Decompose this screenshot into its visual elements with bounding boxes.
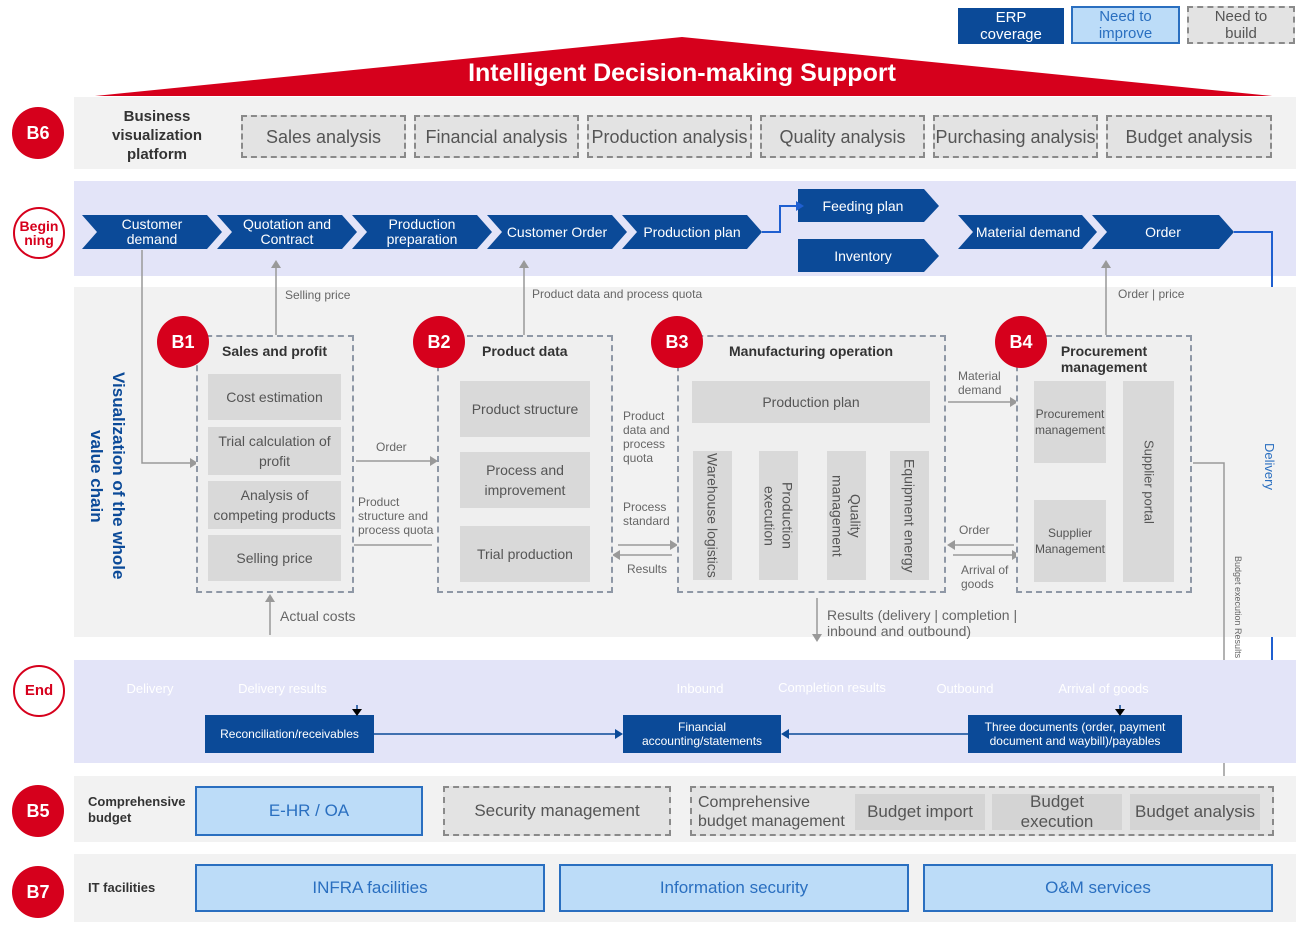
b4-procurement-management[interactable]: Procurement management bbox=[1034, 381, 1106, 463]
b5-budget-analysis[interactable]: Budget analysis bbox=[1130, 794, 1260, 830]
end-step-completion-results[interactable]: Completion results bbox=[778, 680, 886, 695]
label-process-standard: Process standard bbox=[623, 500, 670, 528]
chevron-inventory bbox=[798, 239, 939, 272]
b6-item-budget-analysis[interactable]: Budget analysis bbox=[1106, 115, 1272, 158]
b1-competing-products[interactable]: Analysis of competing products bbox=[208, 481, 341, 529]
label-actual-costs: Actual costs bbox=[280, 608, 356, 624]
b7-information-security[interactable]: Information security bbox=[559, 864, 909, 912]
b6-item-purchasing-analysis[interactable]: Purchasing analysis bbox=[933, 115, 1098, 158]
step-quotation-contract[interactable]: Quotation and Contract bbox=[243, 216, 331, 247]
end-step-delivery-results[interactable]: Delivery results bbox=[238, 680, 327, 696]
b5-label: Comprehensive budget bbox=[88, 794, 186, 825]
label-product-structure-quota: Product structure and process quota bbox=[358, 495, 434, 537]
step-order[interactable]: Order bbox=[1145, 224, 1181, 240]
end-step-outbound[interactable]: Outbound bbox=[936, 680, 994, 696]
b3-production-plan[interactable]: Production plan bbox=[692, 381, 930, 423]
label-results: Results bbox=[627, 562, 668, 576]
chevron-order bbox=[1092, 215, 1234, 249]
b2-trial-production[interactable]: Trial production bbox=[460, 526, 590, 582]
step-customer-demand[interactable]: Customer demand bbox=[121, 216, 183, 247]
chevron-production-plan bbox=[622, 215, 762, 249]
legend-need-to-improve: Need to improve bbox=[1071, 6, 1180, 44]
end-financial[interactable]: Financial accounting/statements bbox=[623, 715, 781, 753]
b6-item-sales-analysis[interactable]: Sales analysis bbox=[241, 115, 406, 158]
b3-warehouse-logistics[interactable]: Warehouse logistics bbox=[693, 451, 732, 580]
label-order-b4-b3: Order bbox=[959, 523, 990, 537]
label-material-demand: Material demand bbox=[958, 369, 1002, 397]
b4-supplier-portal[interactable]: Supplier portal bbox=[1123, 381, 1174, 582]
b1-selling-price[interactable]: Selling price bbox=[208, 535, 341, 581]
b1-cost-estimation[interactable]: Cost estimation bbox=[208, 374, 341, 420]
step-production-preparation[interactable]: Production preparation bbox=[386, 216, 458, 247]
page-title: Intelligent Decision-making Support bbox=[468, 58, 896, 87]
label-results-bottom: Results (delivery | completion | inbound… bbox=[827, 607, 1018, 639]
end-reconciliation[interactable]: Reconciliation/receivables bbox=[205, 715, 374, 753]
chevron-feeding-plan bbox=[798, 189, 939, 222]
b5-budget-import[interactable]: Budget import bbox=[855, 794, 985, 830]
b3-equipment-energy[interactable]: Equipment energy bbox=[890, 451, 929, 580]
chevron-customer-order bbox=[487, 215, 627, 249]
chevron-material-demand bbox=[958, 215, 1097, 249]
label-budget-exec-results: Budget execution Results bbox=[1233, 556, 1243, 659]
step-production-plan[interactable]: Production plan bbox=[643, 223, 741, 240]
b7-badge: B7 bbox=[12, 866, 64, 918]
beginning-badge: Begin ning bbox=[13, 207, 65, 259]
b2-product-structure[interactable]: Product structure bbox=[460, 381, 590, 437]
label-selling-price: Selling price bbox=[285, 288, 351, 302]
label-arrival-goods: Arrival of goods bbox=[961, 563, 1009, 591]
end-badge: End bbox=[13, 665, 65, 717]
end-step-delivery[interactable]: Delivery bbox=[126, 680, 174, 696]
label-product-data-quota: Product data and process quota bbox=[532, 287, 703, 301]
step-material-demand[interactable]: Material demand bbox=[975, 223, 1081, 240]
b6-item-financial-analysis[interactable]: Financial analysis bbox=[414, 115, 579, 158]
b1-trial-calculation[interactable]: Trial calculation of profit bbox=[208, 427, 341, 475]
b2-badge: B2 bbox=[413, 316, 465, 368]
b5-security-management[interactable]: Security management bbox=[443, 786, 671, 836]
b5-budget-mgmt-label: Comprehensive budget management bbox=[698, 794, 845, 830]
label-delivery-right: Delivery bbox=[1262, 443, 1277, 490]
step-customer-order[interactable]: Customer Order bbox=[506, 223, 608, 240]
roof-shape bbox=[95, 37, 1272, 96]
b3-quality-management[interactable]: Quality management bbox=[827, 451, 866, 580]
b7-om-services[interactable]: O&M services bbox=[923, 864, 1273, 912]
b5-budget-execution[interactable]: Budget execution bbox=[992, 792, 1122, 831]
b1-badge: B1 bbox=[157, 316, 209, 368]
step-inventory[interactable]: Inventory bbox=[834, 247, 892, 264]
b4-badge: B4 bbox=[995, 316, 1047, 368]
label-order-price: Order | price bbox=[1118, 287, 1185, 301]
b2-process-improvement[interactable]: Process and improvement bbox=[460, 452, 590, 508]
chevron-quotation-contract bbox=[217, 215, 357, 249]
chevron-customer-demand bbox=[82, 215, 222, 249]
b4-title: Procurement management bbox=[1060, 343, 1148, 375]
legend-erp-coverage: ERP coverage bbox=[958, 8, 1064, 44]
end-step-arrival-goods[interactable]: Arrival of goods bbox=[1058, 680, 1149, 696]
b1-title: Sales and profit bbox=[222, 343, 328, 359]
b4-supplier-management[interactable]: Supplier Management bbox=[1034, 500, 1106, 582]
label-product-data-process-quota: Product data and process quota bbox=[623, 409, 670, 465]
b2-title: Product data bbox=[482, 343, 568, 359]
b6-item-quality-analysis[interactable]: Quality analysis bbox=[760, 115, 925, 158]
b5-ehr-oa[interactable]: E-HR / OA bbox=[195, 786, 423, 836]
b3-title: Manufacturing operation bbox=[729, 343, 894, 359]
chevron-production-preparation bbox=[352, 215, 492, 249]
b7-infra-facilities[interactable]: INFRA facilities bbox=[195, 864, 545, 912]
legend-need-to-build: Need to build bbox=[1187, 6, 1295, 44]
label-order-b1-b2: Order bbox=[376, 440, 407, 454]
b6-badge: B6 bbox=[12, 107, 64, 159]
step-feeding-plan[interactable]: Feeding plan bbox=[822, 197, 904, 214]
b6-item-production-analysis[interactable]: Production analysis bbox=[587, 115, 752, 158]
end-three-documents[interactable]: Three documents (order, payment document… bbox=[968, 715, 1182, 753]
b3-production-execution[interactable]: Production execution bbox=[759, 451, 798, 580]
b3-badge: B3 bbox=[651, 316, 703, 368]
end-step-inbound[interactable]: Inbound bbox=[676, 680, 724, 696]
b6-label: Business visualization platform bbox=[111, 107, 203, 163]
b7-label: IT facilities bbox=[88, 880, 156, 895]
b5-badge: B5 bbox=[12, 785, 64, 837]
value-chain-title: Visualization of the whole value chain bbox=[87, 372, 128, 580]
